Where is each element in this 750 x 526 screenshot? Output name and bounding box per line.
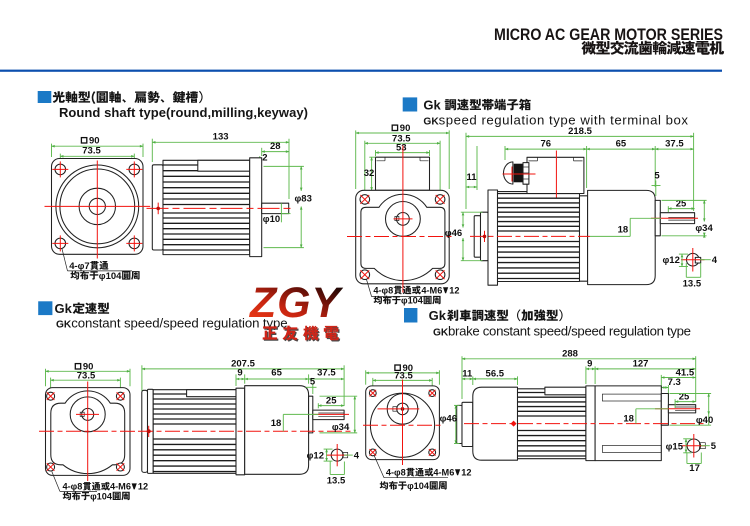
svg-text:φ34: φ34 xyxy=(332,422,350,433)
svg-text:4: 4 xyxy=(354,451,360,462)
svg-text:18: 18 xyxy=(271,418,282,429)
svg-text:56.5: 56.5 xyxy=(486,368,505,379)
svg-text:18: 18 xyxy=(618,225,629,236)
svg-text:218.5: 218.5 xyxy=(568,126,592,137)
svg-text:φ12: φ12 xyxy=(663,255,680,266)
svg-text:12: 12 xyxy=(138,482,148,492)
svg-text:φ40: φ40 xyxy=(696,415,713,426)
svg-text:4-φ7: 4-φ7 xyxy=(69,261,90,272)
svg-text:φ83: φ83 xyxy=(295,194,312,205)
svg-text:φ46: φ46 xyxy=(440,414,457,425)
svg-text:17: 17 xyxy=(689,463,700,474)
svg-text:25: 25 xyxy=(679,391,690,402)
svg-text:Gk: Gk xyxy=(429,308,447,323)
svg-text:11: 11 xyxy=(462,368,473,379)
svg-text:7.3: 7.3 xyxy=(668,377,681,388)
svg-text:90: 90 xyxy=(403,363,414,374)
svg-text:φ10: φ10 xyxy=(263,214,280,225)
svg-text:4-φ8: 4-φ8 xyxy=(386,468,406,478)
svg-text:25: 25 xyxy=(676,198,687,209)
svg-text:Round shaft type(round,milling: Round shaft type(round,milling,keyway) xyxy=(59,105,308,120)
svg-text:25: 25 xyxy=(326,395,337,406)
svg-text:73.5: 73.5 xyxy=(392,134,411,145)
svg-text:207.5: 207.5 xyxy=(231,359,255,370)
svg-text:4-φ8: 4-φ8 xyxy=(63,482,83,492)
svg-text:37.5: 37.5 xyxy=(665,139,684,150)
svg-text:12: 12 xyxy=(449,286,459,296)
svg-text:4-M6: 4-M6 xyxy=(433,468,454,478)
svg-text:37.5: 37.5 xyxy=(317,368,336,379)
svg-text:constant speed/speed regulatio: constant speed/speed regulation type xyxy=(71,315,287,330)
svg-text:GK: GK xyxy=(56,319,72,330)
svg-text:65: 65 xyxy=(271,368,282,379)
svg-text:13.5: 13.5 xyxy=(327,475,346,486)
svg-text:9: 9 xyxy=(587,359,592,370)
svg-text:brake constant speed/speed reg: brake constant speed/speed regulation ty… xyxy=(448,324,691,339)
svg-text:Gk: Gk xyxy=(423,97,441,112)
svg-text:φ104: φ104 xyxy=(90,491,113,501)
svg-text:90: 90 xyxy=(400,123,411,134)
svg-text:18: 18 xyxy=(623,413,634,424)
svg-text:73.5: 73.5 xyxy=(77,371,96,382)
svg-text:288: 288 xyxy=(562,349,578,360)
svg-text:2: 2 xyxy=(262,152,267,163)
svg-text:φ15: φ15 xyxy=(666,441,684,452)
svg-text:12: 12 xyxy=(461,468,471,478)
svg-text:Gk: Gk xyxy=(55,301,73,316)
svg-text:4-M6: 4-M6 xyxy=(421,286,442,296)
svg-text:4-M6: 4-M6 xyxy=(110,482,131,492)
svg-text:φ12: φ12 xyxy=(307,451,324,462)
svg-text:MICRO AC GEAR MOTOR SERIES: MICRO AC GEAR MOTOR SERIES xyxy=(494,26,723,44)
svg-text:4: 4 xyxy=(712,255,718,266)
svg-text:GK: GK xyxy=(423,116,439,127)
svg-text:φ104: φ104 xyxy=(407,481,430,491)
svg-text:GK: GK xyxy=(433,328,449,339)
svg-text:73.5: 73.5 xyxy=(82,145,101,156)
svg-text:76: 76 xyxy=(541,139,552,150)
svg-text:4-φ8: 4-φ8 xyxy=(373,286,393,296)
svg-text:5: 5 xyxy=(711,441,717,452)
svg-text:53: 53 xyxy=(396,143,407,154)
svg-text:5: 5 xyxy=(310,377,316,388)
svg-text:73.5: 73.5 xyxy=(394,370,413,381)
svg-text:φ104: φ104 xyxy=(401,296,424,306)
svg-text:5: 5 xyxy=(654,171,660,182)
svg-text:28: 28 xyxy=(270,141,281,152)
svg-text:φ104: φ104 xyxy=(99,271,122,282)
svg-text:41.5: 41.5 xyxy=(676,367,695,378)
svg-text:9: 9 xyxy=(237,368,242,379)
svg-text:13.5: 13.5 xyxy=(683,278,702,289)
svg-text:65: 65 xyxy=(616,139,627,150)
svg-text:32: 32 xyxy=(364,168,375,179)
svg-text:90: 90 xyxy=(83,361,94,372)
svg-text:φ46: φ46 xyxy=(445,228,462,239)
svg-text:133: 133 xyxy=(213,132,229,143)
svg-text:φ34: φ34 xyxy=(695,223,713,234)
svg-text:11: 11 xyxy=(466,172,477,183)
svg-text:127: 127 xyxy=(633,359,649,370)
svg-text:speed regulation type with ter: speed regulation type with terminal box xyxy=(439,112,689,127)
svg-text:ZGY: ZGY xyxy=(248,279,343,327)
svg-text:90: 90 xyxy=(89,136,100,147)
